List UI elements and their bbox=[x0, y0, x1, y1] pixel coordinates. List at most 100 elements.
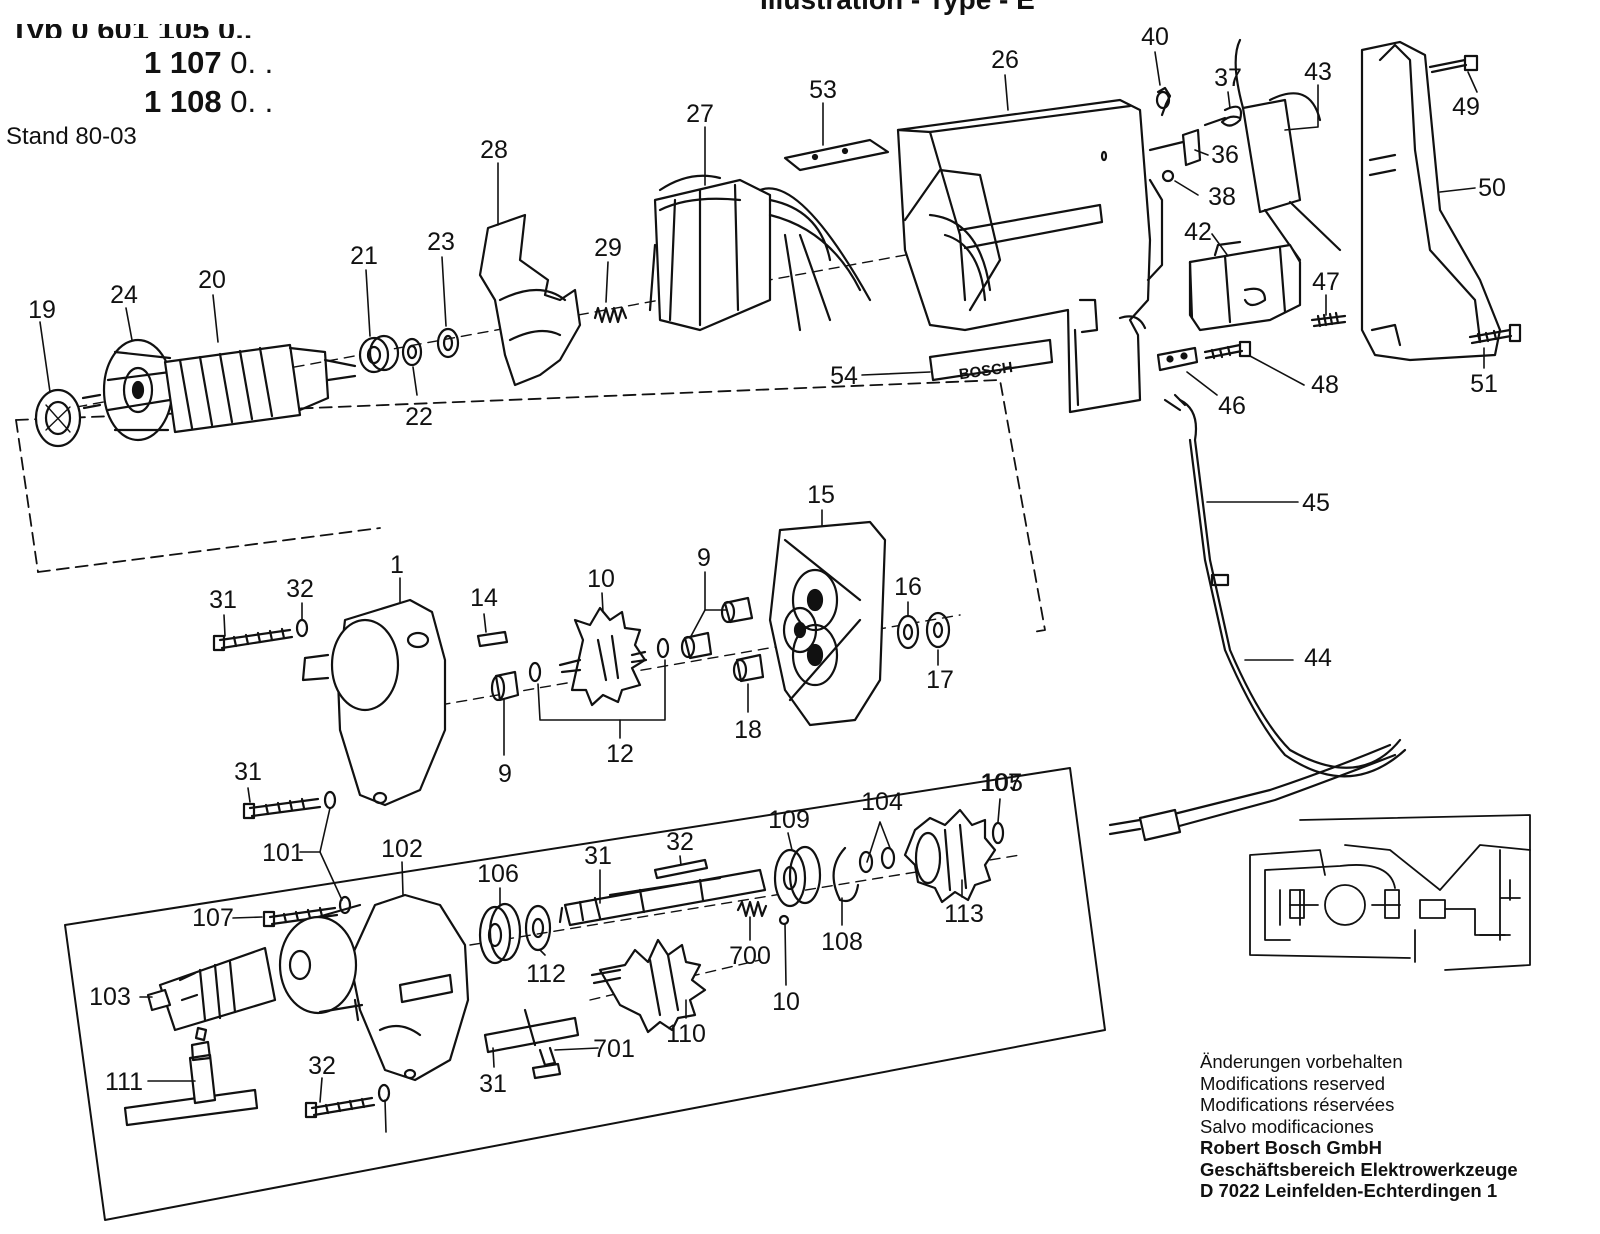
washer-107-a bbox=[858, 850, 874, 874]
bushing-18 bbox=[732, 653, 765, 683]
switch-42 bbox=[1188, 240, 1302, 332]
footer-notes: Änderungen vorbehalten Modifications res… bbox=[1200, 1051, 1518, 1202]
part-number-label: 111 bbox=[105, 1068, 143, 1096]
gear-plate-15 bbox=[768, 520, 887, 727]
part-number-label: 44 bbox=[1304, 644, 1332, 672]
part-number-label: 24 bbox=[110, 281, 138, 309]
power-cord-45-44 bbox=[1163, 393, 1407, 830]
nameplate-54: BOSCH bbox=[928, 338, 1054, 383]
drill-chuck-group-frame bbox=[64, 767, 1106, 1221]
gear-108 bbox=[903, 808, 997, 904]
part-number-label: 23 bbox=[427, 228, 455, 256]
brush-holder-28 bbox=[478, 213, 582, 387]
part-number-label: 1 bbox=[390, 551, 404, 579]
part-number-label: 10 bbox=[772, 988, 800, 1016]
washer-107-b bbox=[880, 846, 896, 870]
part-number-label: 107 bbox=[192, 904, 234, 932]
leader-lines bbox=[39, 51, 1485, 1133]
part-number-label: 49 bbox=[1452, 93, 1480, 121]
part-number-label: 19 bbox=[28, 296, 56, 324]
part-number-label: 112 bbox=[526, 960, 566, 988]
washer-17 bbox=[925, 611, 951, 649]
gear-housing-101 bbox=[278, 893, 470, 1082]
part-number-label: 32 bbox=[286, 575, 314, 603]
note-spanish: Salvo modificaciones bbox=[1200, 1115, 1374, 1137]
part-number-label: 47 bbox=[1312, 268, 1340, 296]
part-number-label: 43 bbox=[1304, 58, 1332, 86]
part-number-label: 32 bbox=[666, 828, 694, 856]
capacitor-43 bbox=[1234, 38, 1342, 262]
screw-31-lower-b bbox=[304, 1096, 376, 1119]
washer-32-lower-b bbox=[377, 1083, 391, 1103]
washer-103 bbox=[524, 904, 552, 952]
part-number-label: 108 bbox=[821, 928, 863, 956]
part-number-label: 50 bbox=[1478, 174, 1506, 202]
washer-32-mid bbox=[323, 790, 337, 810]
spindle-106 bbox=[558, 868, 767, 927]
plug bbox=[1108, 808, 1182, 842]
gear-10-lower bbox=[590, 938, 707, 1034]
field-coil-27 bbox=[648, 174, 872, 332]
part-number-label: 21 bbox=[350, 242, 378, 270]
part-number-label: 31 bbox=[209, 586, 237, 614]
chuck-key-701 bbox=[123, 1026, 259, 1127]
screw-38 bbox=[1161, 169, 1175, 183]
part-number-label: 700 bbox=[729, 942, 771, 970]
part-number-label: 10 bbox=[587, 565, 615, 593]
washer-23 bbox=[436, 327, 460, 359]
screw-47 bbox=[1310, 311, 1347, 328]
part-number-label: 48 bbox=[1311, 371, 1339, 399]
part-number-label: 31 bbox=[234, 758, 262, 786]
bearing-21 bbox=[358, 334, 400, 374]
fan-24 bbox=[102, 338, 174, 442]
part-number-label: 26 bbox=[991, 46, 1019, 74]
part-number-label: 101 bbox=[262, 839, 304, 867]
screw-31-upper bbox=[212, 627, 294, 652]
cable-clip-46 bbox=[1156, 346, 1199, 372]
bushing-9-upper bbox=[720, 596, 754, 624]
part-number-label: 28 bbox=[480, 136, 508, 164]
washer-22 bbox=[401, 337, 423, 367]
division-name: Geschäftsbereich Elektrowerkzeuge bbox=[1200, 1158, 1518, 1180]
washer-32-upper bbox=[295, 618, 309, 638]
typ-line-1108: 1 108 0. . bbox=[144, 84, 273, 120]
ball-112 bbox=[778, 914, 790, 926]
part-number-label: 17 bbox=[926, 666, 954, 694]
part-number-label: 12 bbox=[606, 740, 634, 768]
part-number-label: 40 bbox=[1141, 23, 1169, 51]
bushing-9-lower bbox=[680, 631, 713, 660]
typ-partial-line: Typ 0 601 105 0.. bbox=[10, 12, 253, 38]
part-number-label: 42 bbox=[1184, 218, 1212, 246]
part-number-label: 53 bbox=[809, 76, 837, 104]
part-number-label: 106 bbox=[477, 860, 519, 888]
retaining-ring-105 bbox=[832, 846, 860, 903]
screw-49 bbox=[1428, 54, 1479, 74]
part-number-label: 31 bbox=[479, 1070, 507, 1098]
gearbox-group-outline bbox=[15, 379, 1046, 633]
key-109 bbox=[653, 858, 709, 880]
gear-housing-1 bbox=[301, 598, 447, 807]
part-number-label: 109 bbox=[768, 806, 810, 834]
motor-housing-26 bbox=[896, 98, 1164, 414]
bushing-9-left bbox=[490, 670, 520, 702]
screw-110 bbox=[531, 1046, 562, 1080]
part-number-label: 54 bbox=[830, 362, 858, 390]
part-number-label: 36 bbox=[1211, 141, 1239, 169]
typ-number: 1 107 bbox=[144, 45, 222, 80]
note-french: Modifications réservées bbox=[1200, 1094, 1395, 1115]
needle-bearing-16 bbox=[896, 614, 920, 650]
part-number-label: 18 bbox=[734, 716, 762, 744]
screw-51 bbox=[1468, 323, 1522, 345]
part-number-label: 46 bbox=[1218, 392, 1246, 420]
part-number-label: 104 bbox=[861, 788, 903, 816]
wiring-schematic bbox=[1249, 814, 1531, 971]
armature-20 bbox=[81, 343, 357, 434]
screw-48 bbox=[1203, 340, 1252, 360]
note-german: Änderungen vorbehalten bbox=[1200, 1051, 1403, 1072]
typ-number: 1 108 bbox=[144, 84, 222, 119]
screw-40 bbox=[1155, 86, 1172, 117]
note-english: Modifications reserved bbox=[1200, 1072, 1386, 1094]
screw-31-mid bbox=[242, 797, 322, 820]
spring-29 bbox=[593, 306, 628, 324]
